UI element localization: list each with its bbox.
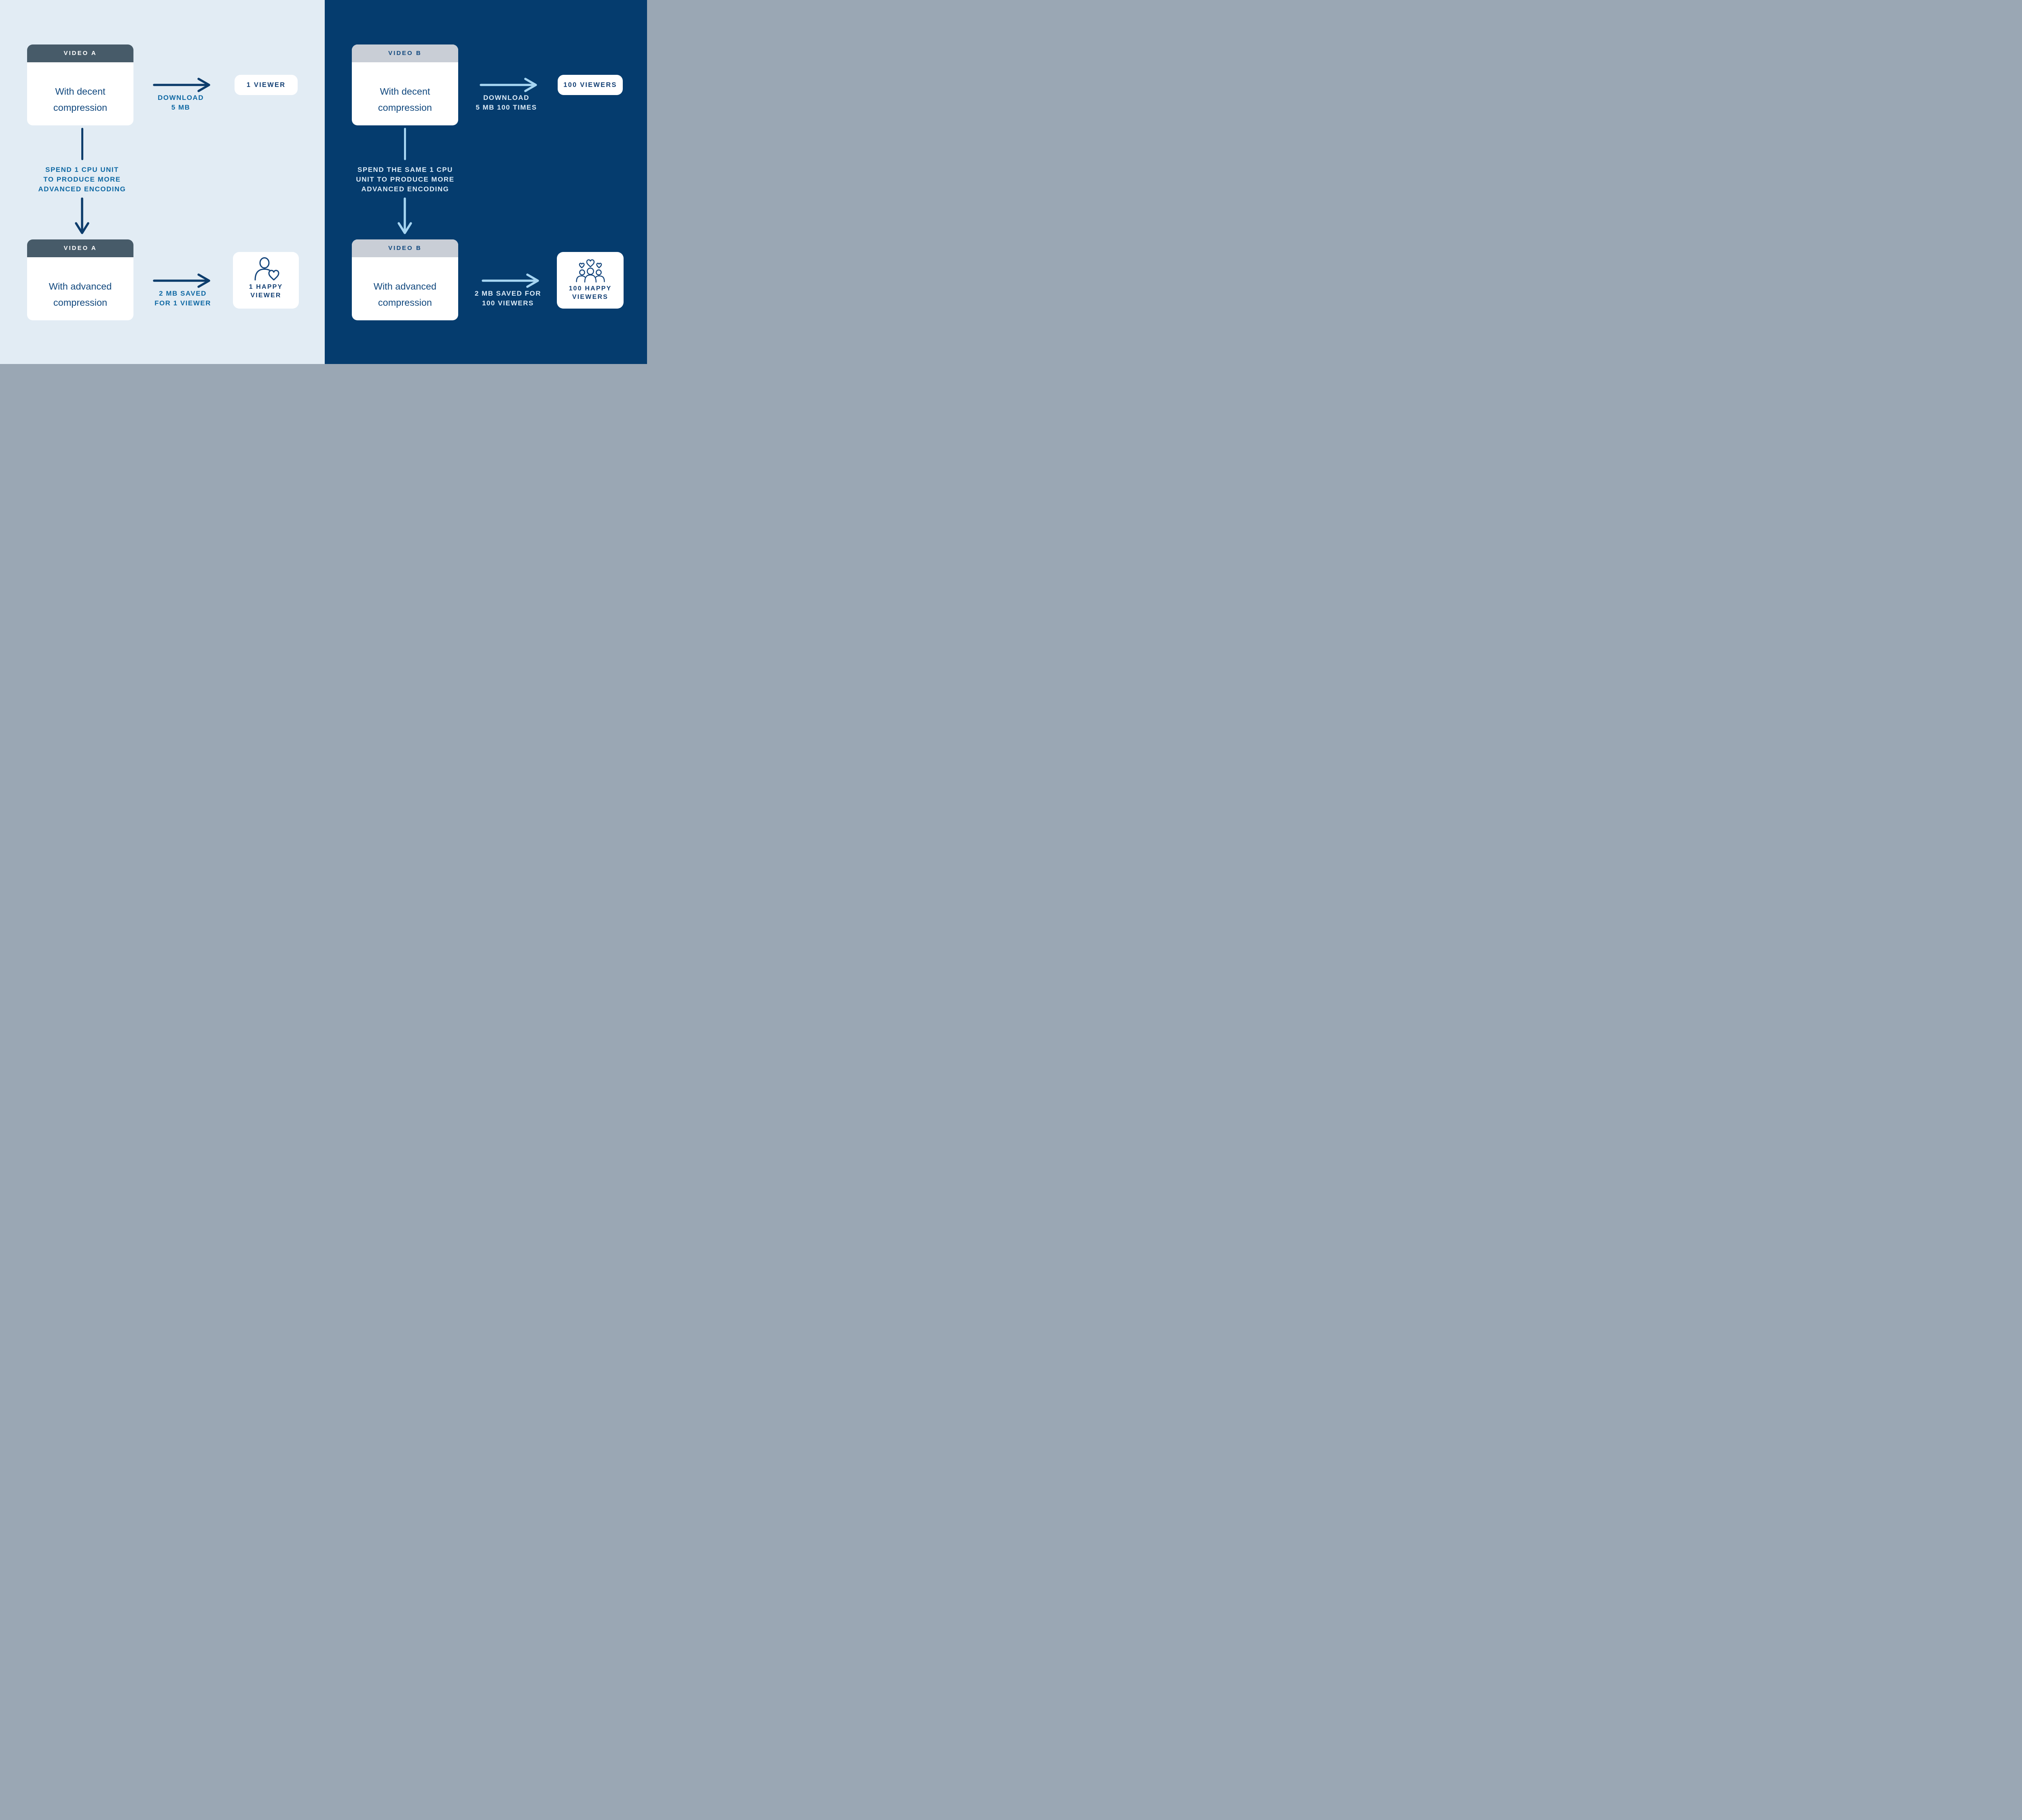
video-a-bottom-card-title: With advanced compression [49,281,112,308]
video-b-bottom-card-body: With advanced compression FILE SIZE: 3MB [352,278,458,320]
right-arrow-icon [153,273,210,288]
video-b-top-card-body: With decent compression FILE SIZE: 5MB [352,83,458,125]
hundred-viewers-pill-label: 100 VIEWERS [563,81,617,89]
video-b-bottom-card-header: VIDEO B [352,239,458,257]
right-arrow-icon [480,78,537,92]
spend-cpu-label-left: SPEND 1 CPU UNIT TO PRODUCE MORE ADVANCE… [38,166,126,193]
download-label-right: DOWNLOAD 5 MB 100 TIMES [476,94,537,111]
one-happy-viewer-card: 1 HAPPY VIEWER [233,252,299,309]
video-a-bottom-card-header: VIDEO A [27,239,133,257]
hundred-happy-viewers-label: 100 HAPPY VIEWERS [569,285,612,301]
video-a-top-card-title: With decent compression [53,86,108,113]
down-arrow-icon-left [75,197,89,234]
video-b-bottom-card: VIDEO B With advanced compression FILE S… [352,239,458,320]
right-arrow-icon [153,78,210,92]
video-a-top-card-body: With decent compression FILE SIZE: 5MB [27,83,133,125]
download-label-left: DOWNLOAD 5 MB [158,94,204,111]
right-arrow-icon [482,273,539,288]
video-b-bottom-card-title: With advanced compression [373,281,437,308]
video-b-top-card-header: VIDEO B [352,44,458,62]
down-connector-line-right [404,128,406,160]
video-a-top-card-header: VIDEO A [27,44,133,62]
video-a-top-card: VIDEO A With decent compression FILE SIZ… [27,44,133,125]
saved-label-right: 2 MB SAVED FOR 100 VIEWERS [474,290,541,307]
one-viewer-pill-label: 1 VIEWER [246,81,286,89]
saved-label-left: 2 MB SAVED FOR 1 VIEWER [154,290,211,307]
person-with-heart-icon [254,257,279,281]
video-b-top-card: VIDEO B With decent compression FILE SIZ… [352,44,458,125]
one-viewer-pill: 1 VIEWER [235,75,298,95]
down-arrow-icon-right [398,197,412,234]
hundred-happy-viewers-card: 100 HAPPY VIEWERS [557,252,624,309]
video-a-bottom-card-body: With advanced compression FILE SIZE: 3MB [27,278,133,320]
compression-comparison-diagram: VIDEO A With decent compression FILE SIZ… [0,0,647,364]
one-happy-viewer-label: 1 HAPPY VIEWER [249,284,283,299]
video-a-bottom-card: VIDEO A With advanced compression FILE S… [27,239,133,320]
video-b-top-card-title: With decent compression [378,86,432,113]
down-connector-line-left [81,128,83,160]
spend-cpu-label-right: SPEND THE SAME 1 CPU UNIT TO PRODUCE MOR… [356,166,455,193]
hundred-viewers-pill: 100 VIEWERS [558,75,623,95]
people-group-with-hearts-icon [575,259,605,283]
